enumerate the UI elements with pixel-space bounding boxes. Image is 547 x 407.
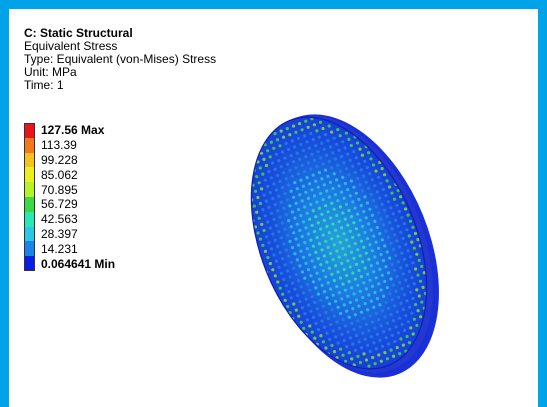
legend-entry: 56.729 <box>24 197 115 212</box>
legend-label: 85.062 <box>41 168 78 182</box>
legend-entry: 0.064641 Min <box>24 256 115 271</box>
contour-legend[interactable]: 127.56 Max113.3999.22885.06270.89556.729… <box>24 123 115 271</box>
legend-swatch <box>24 241 35 256</box>
legend-entry: 99.228 <box>24 153 115 168</box>
legend-swatch <box>24 138 35 153</box>
legend-swatch <box>24 256 35 271</box>
legend-label: 28.397 <box>41 227 78 241</box>
legend-entry: 42.563 <box>24 212 115 227</box>
legend-label: 42.563 <box>41 212 78 226</box>
legend-swatch <box>24 123 35 138</box>
legend-label: 0.064641 Min <box>41 257 115 271</box>
fe-model-view[interactable] <box>235 100 475 390</box>
legend-swatch <box>24 182 35 197</box>
legend-entry: 113.39 <box>24 138 115 153</box>
result-header: C: Static Structural Equivalent Stress T… <box>24 27 216 92</box>
legend-swatch <box>24 197 35 212</box>
legend-label: 70.895 <box>41 183 78 197</box>
legend-swatch <box>24 153 35 168</box>
result-time: Time: 1 <box>24 79 216 92</box>
legend-entry: 28.397 <box>24 227 115 242</box>
legend-label: 113.39 <box>41 138 77 152</box>
legend-swatch <box>24 212 35 227</box>
legend-swatch <box>24 167 35 182</box>
legend-entry: 127.56 Max <box>24 123 115 138</box>
legend-entry: 70.895 <box>24 182 115 197</box>
legend-swatch <box>24 227 35 242</box>
legend-label: 56.729 <box>41 197 78 211</box>
legend-label: 99.228 <box>41 153 78 167</box>
legend-entry: 14.231 <box>24 241 115 256</box>
legend-label: 127.56 Max <box>41 123 104 137</box>
legend-entry: 85.062 <box>24 167 115 182</box>
legend-label: 14.231 <box>41 242 78 256</box>
